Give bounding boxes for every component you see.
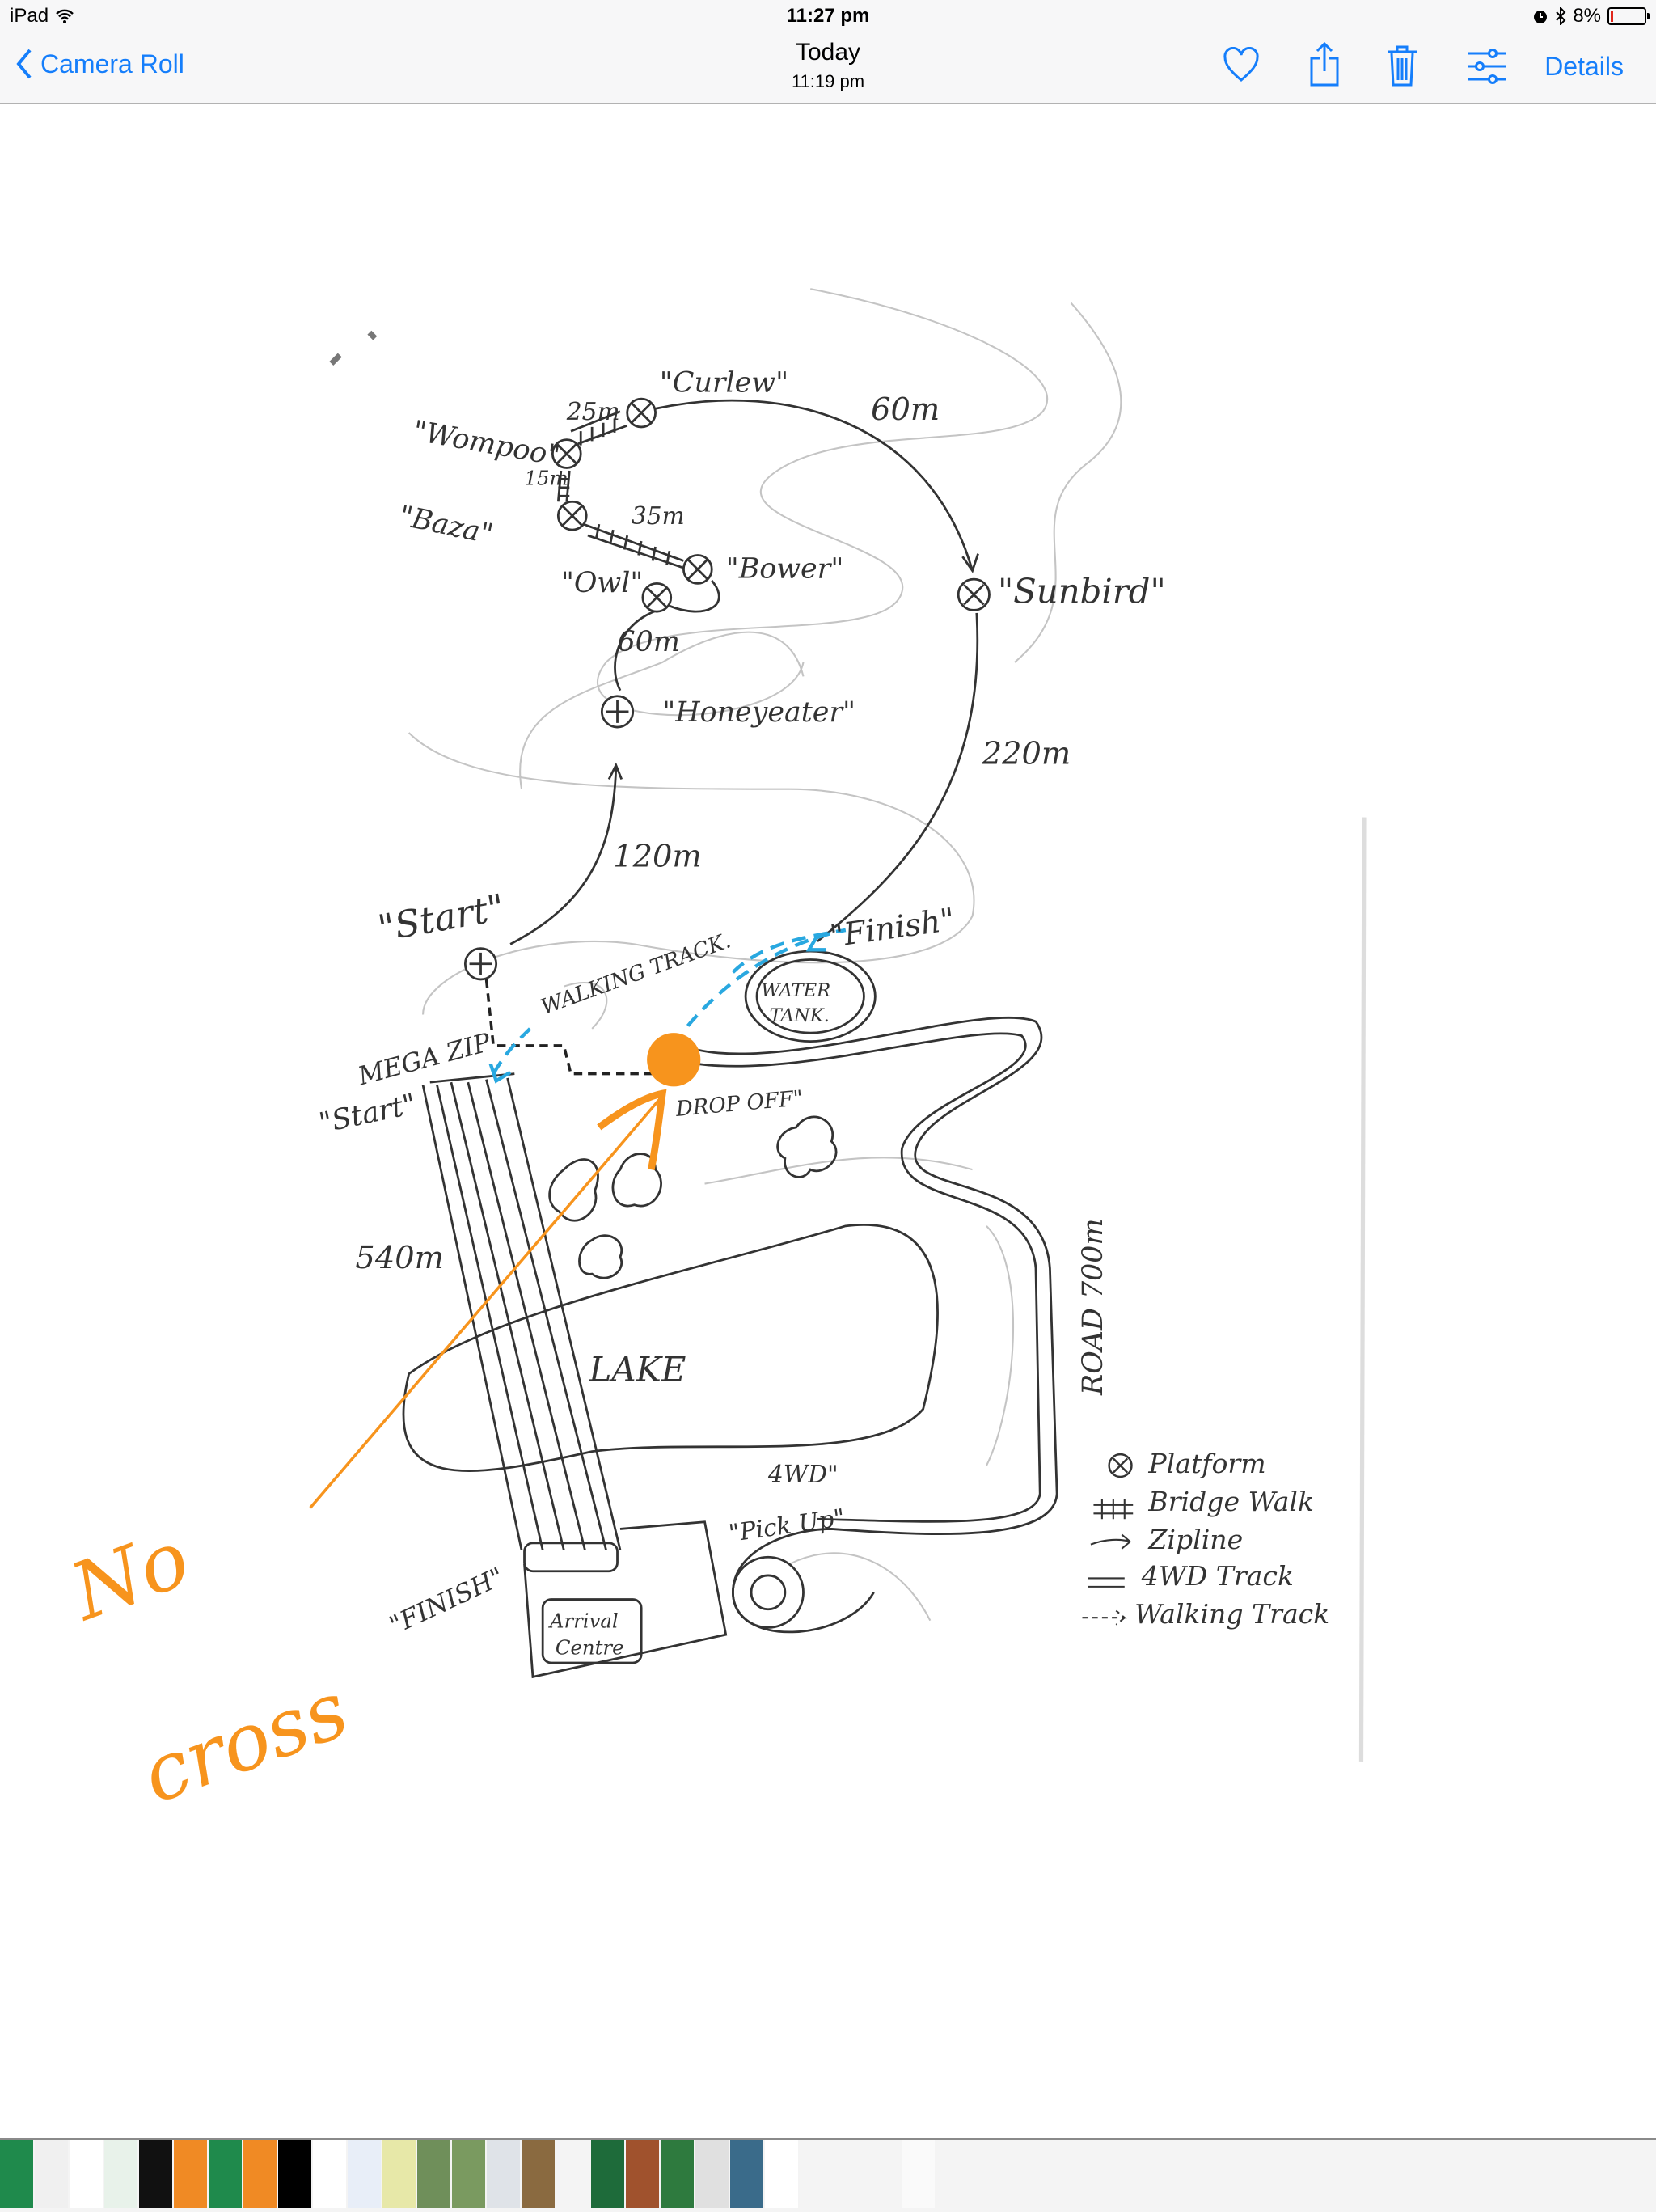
- battery-percent: 8%: [1573, 5, 1601, 27]
- legend-bridge-walk: Bridge Walk: [1147, 1486, 1314, 1517]
- photo-thumbnail[interactable]: [556, 2140, 589, 2208]
- battery-icon: [1607, 7, 1650, 25]
- alarm-icon: [1534, 11, 1548, 23]
- sketch-labels: "Curlew" "Wompoo" "Baza" "Owl" "Bower" "…: [316, 366, 1166, 1659]
- share-icon[interactable]: [1308, 42, 1341, 87]
- paper-edge: [1358, 817, 1367, 1762]
- title-time: 11:19 pm: [791, 71, 865, 91]
- photo-thumbnail[interactable]: [800, 2140, 833, 2208]
- photo-thumbnail[interactable]: [139, 2140, 172, 2208]
- status-time: 11:27 pm: [786, 5, 870, 27]
- dist-220m: 220m: [982, 735, 1071, 772]
- photo-thumbnail[interactable]: [104, 2140, 137, 2208]
- arrival-label: Arrival: [548, 1609, 619, 1632]
- water-label: WATER: [761, 980, 830, 1001]
- legend-zipline: Zipline: [1147, 1524, 1243, 1555]
- bluetooth-icon: [1556, 7, 1566, 25]
- photo-thumbnail[interactable]: [730, 2140, 763, 2208]
- navigation-bar: iPad 11:27 pm 8% Camera Roll Today 11:19…: [0, 0, 1656, 104]
- drop-off-label: DROP OFF": [674, 1086, 805, 1122]
- thumbnail-strip[interactable]: [0, 2138, 1656, 2212]
- photo-title: Today 11:19 pm: [0, 39, 1656, 92]
- label-baza: "Baza": [396, 500, 496, 552]
- label-owl: "Owl": [561, 567, 644, 599]
- photo-thumbnail[interactable]: [626, 2140, 659, 2208]
- photo-thumbnail[interactable]: [70, 2140, 103, 2208]
- dist-60m-owl: 60m: [618, 626, 680, 658]
- dist-120m: 120m: [613, 839, 702, 875]
- orange-annotation: No cross: [58, 1033, 701, 1822]
- zipline-legend-icon: [1090, 1533, 1131, 1550]
- no-cross-line2: cross: [130, 1664, 359, 1822]
- trash-icon[interactable]: [1386, 44, 1418, 87]
- platform-legend-icon: [1108, 1453, 1133, 1478]
- wifi-icon: [56, 9, 74, 23]
- label-wompoo: "Wompoo": [411, 415, 563, 472]
- status-left: iPad: [10, 5, 74, 27]
- title-date: Today: [795, 39, 861, 66]
- photo-thumbnail[interactable]: [313, 2140, 346, 2208]
- photo-thumbnail[interactable]: [487, 2140, 520, 2208]
- no-cross-line1: No: [58, 1512, 201, 1639]
- road-label: ROAD 700m: [1077, 1218, 1109, 1395]
- chevron-left-icon: [16, 49, 32, 79]
- label-curlew: "Curlew": [660, 366, 788, 399]
- label-start: "Start": [375, 886, 509, 950]
- label-honeyeater: "Honeyeater": [662, 696, 855, 729]
- photo-thumbnail[interactable]: [348, 2140, 381, 2208]
- photo-thumbnail[interactable]: [522, 2140, 555, 2208]
- label-bower: "Bower": [726, 552, 844, 585]
- 4wd-label: 4WD": [767, 1461, 839, 1488]
- map-legend: Platform Bridge Walk Zipline 4WD Track W…: [1082, 1448, 1329, 1630]
- photo-thumbnail[interactable]: [902, 2140, 935, 2208]
- legend-walking-track: Walking Track: [1134, 1598, 1329, 1630]
- platforms: [463, 397, 991, 981]
- photo-thumbnail[interactable]: [382, 2140, 416, 2208]
- legend-platform: Platform: [1147, 1448, 1265, 1479]
- dist-60m-top: 60m: [871, 391, 940, 428]
- walking-legend-icon: [1082, 1609, 1127, 1626]
- pickup-label: "Pick Up": [727, 1504, 847, 1547]
- centre-label: Centre: [556, 1636, 624, 1660]
- heart-icon[interactable]: [1223, 47, 1260, 82]
- smudge: [329, 330, 378, 366]
- 4wd-legend-icon: [1088, 1577, 1125, 1588]
- finish-label: "FINISH": [385, 1563, 509, 1641]
- device-name: iPad: [10, 5, 49, 27]
- photo-thumbnail[interactable]: [174, 2140, 207, 2208]
- sliders-icon[interactable]: [1467, 49, 1507, 84]
- lake-label: LAKE: [589, 1350, 686, 1389]
- dist-25m: 25m: [566, 398, 620, 425]
- terrain-contours: [408, 288, 1122, 1622]
- photo-thumbnail[interactable]: [452, 2140, 485, 2208]
- photo-thumbnail[interactable]: [243, 2140, 277, 2208]
- back-label: Camera Roll: [40, 49, 184, 78]
- mega-zip-label: MEGA ZIP: [354, 1028, 494, 1092]
- legend-4wd-track: 4WD Track: [1141, 1560, 1294, 1592]
- blue-annotations: [492, 928, 847, 1075]
- bridge-legend-icon: [1093, 1499, 1134, 1520]
- dist-540m: 540m: [355, 1240, 444, 1276]
- photo-thumbnail[interactable]: [695, 2140, 729, 2208]
- tank-label: TANK.: [770, 1005, 830, 1026]
- photo-thumbnail[interactable]: [35, 2140, 68, 2208]
- photo-thumbnail[interactable]: [209, 2140, 242, 2208]
- photo-thumbnail[interactable]: [661, 2140, 694, 2208]
- dist-35m: 35m: [632, 502, 685, 530]
- mega-zip-start-label: "Start": [316, 1088, 419, 1140]
- photo-thumbnail[interactable]: [417, 2140, 450, 2208]
- blue-arrowheads: [488, 934, 826, 1084]
- photo-thumbnail[interactable]: [0, 2140, 33, 2208]
- walking-track: [484, 979, 663, 1076]
- dist-15m: 15m: [525, 466, 568, 489]
- status-right: 8%: [1532, 5, 1650, 27]
- details-button[interactable]: Details: [1544, 52, 1624, 81]
- photo-thumbnail[interactable]: [765, 2140, 798, 2208]
- photo-thumbnail[interactable]: [591, 2140, 624, 2208]
- photo-thumbnail[interactable]: [278, 2140, 311, 2208]
- back-button[interactable]: Camera Roll: [16, 49, 184, 79]
- label-sunbird: "Sunbird": [998, 572, 1166, 611]
- label-finish: "Finish": [827, 902, 957, 955]
- photo-thumbnail[interactable]: [867, 2140, 900, 2208]
